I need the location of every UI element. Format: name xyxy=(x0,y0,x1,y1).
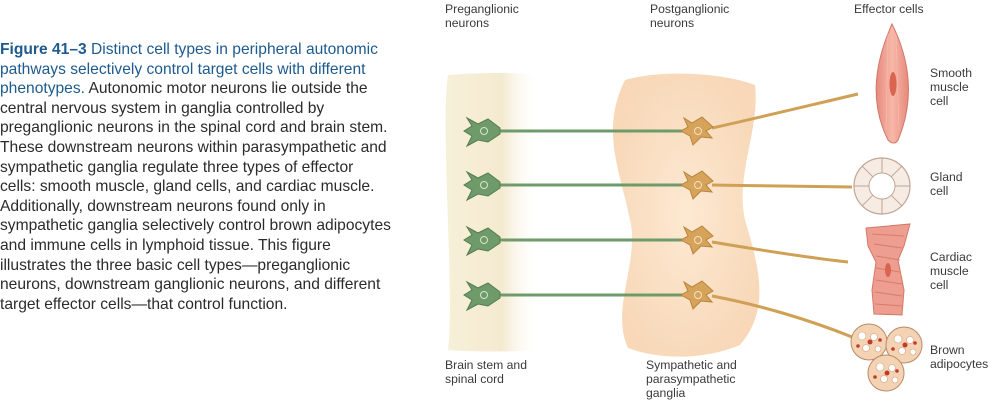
postganglionic-neuron-4 xyxy=(679,280,714,310)
preganglionic-neurons xyxy=(463,116,501,312)
figure-body: Autonomic motor neurons lie outside the … xyxy=(0,80,391,313)
label-preganglionic: Preganglionic neurons xyxy=(445,2,519,30)
postganglionic-neurons xyxy=(679,116,714,310)
adipocyte-3 xyxy=(867,354,905,392)
gland-cell xyxy=(853,157,911,215)
preganglionic-neuron-2 xyxy=(463,170,501,202)
figure-number: Figure 41–3 xyxy=(0,41,87,58)
preganglionic-neuron-3 xyxy=(463,225,501,257)
preganglionic-axons xyxy=(500,129,690,297)
brown-adipocytes xyxy=(850,323,923,392)
postganglionic-neuron-2 xyxy=(679,170,714,200)
postganglionic-axons xyxy=(711,92,859,339)
adipocyte-1 xyxy=(850,323,888,361)
label-postganglionic: Postganglionic neurons xyxy=(650,2,730,30)
adipocyte-2 xyxy=(885,326,923,364)
cns-region xyxy=(445,72,540,352)
figure-caption: Figure 41–3 Distinct cell types in perip… xyxy=(0,40,392,314)
postganglionic-axon-adipocyte xyxy=(711,294,853,339)
postganglionic-axon-cardiac xyxy=(711,240,849,264)
label-effector-cells: Effector cells xyxy=(854,2,924,16)
postganglionic-axon-gland xyxy=(711,183,853,189)
smooth-muscle-cell xyxy=(875,22,909,144)
postganglionic-axon-smooth xyxy=(711,92,859,130)
label-ganglia: Sympathetic and parasympathetic ganglia xyxy=(646,358,737,400)
cardiac-muscle-cell xyxy=(865,223,911,316)
label-gland-cell: Gland cell xyxy=(930,170,963,198)
preganglionic-neuron-4 xyxy=(463,280,501,312)
preganglionic-neuron-1 xyxy=(463,116,501,148)
figure-title: Distinct cell types in peripheral autono… xyxy=(0,41,378,98)
label-smooth-muscle: Smooth muscle cell xyxy=(930,66,973,108)
label-cardiac-muscle: Cardiac muscle cell xyxy=(930,250,972,292)
label-brown-adipocytes: Brown adipocytes xyxy=(930,343,989,371)
postganglionic-neuron-1 xyxy=(679,116,714,146)
label-brainstem-spinal-cord: Brain stem and spinal cord xyxy=(445,358,527,386)
postganglionic-neuron-3 xyxy=(679,225,714,255)
ganglion-region xyxy=(612,73,760,357)
